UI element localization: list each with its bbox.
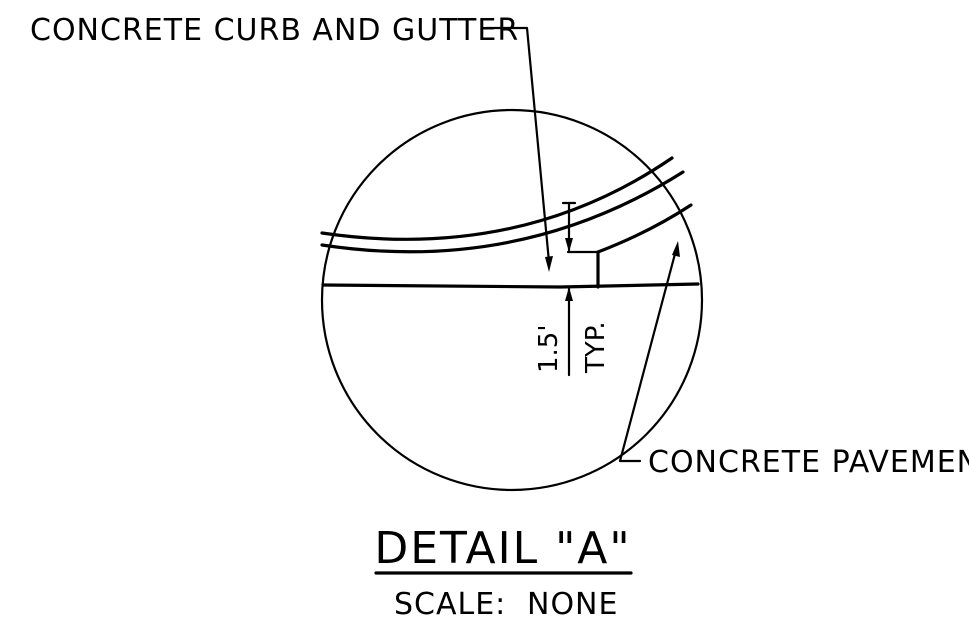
dimension-arrow-top-head bbox=[565, 238, 573, 252]
curb-gutter-leader-arrowhead bbox=[545, 256, 553, 272]
scale-value: NONE bbox=[527, 587, 618, 622]
curb-back-line-1 bbox=[320, 156, 674, 241]
dimension-note-label: TYP. bbox=[581, 321, 611, 374]
gutter-edge-line bbox=[596, 203, 693, 254]
pavement-label: CONCRETE PAVEMENT bbox=[648, 445, 969, 480]
dimension-arrow-bottom-head bbox=[565, 287, 573, 301]
dimension-value-label: 1.5' bbox=[534, 325, 564, 374]
scale-label: SCALE: bbox=[394, 587, 506, 622]
curb-gutter-label: CONCRETE CURB AND GUTTER bbox=[30, 13, 519, 48]
curb-gutter-leader bbox=[484, 26, 551, 264]
detail-circle bbox=[320, 108, 704, 492]
detail-title: DETAIL "A" bbox=[374, 523, 631, 574]
pavement-edge-line bbox=[321, 282, 700, 289]
curb-back-line-2 bbox=[320, 170, 685, 254]
pavement-leader bbox=[618, 248, 678, 463]
pavement-leader-arrowhead bbox=[672, 241, 680, 257]
